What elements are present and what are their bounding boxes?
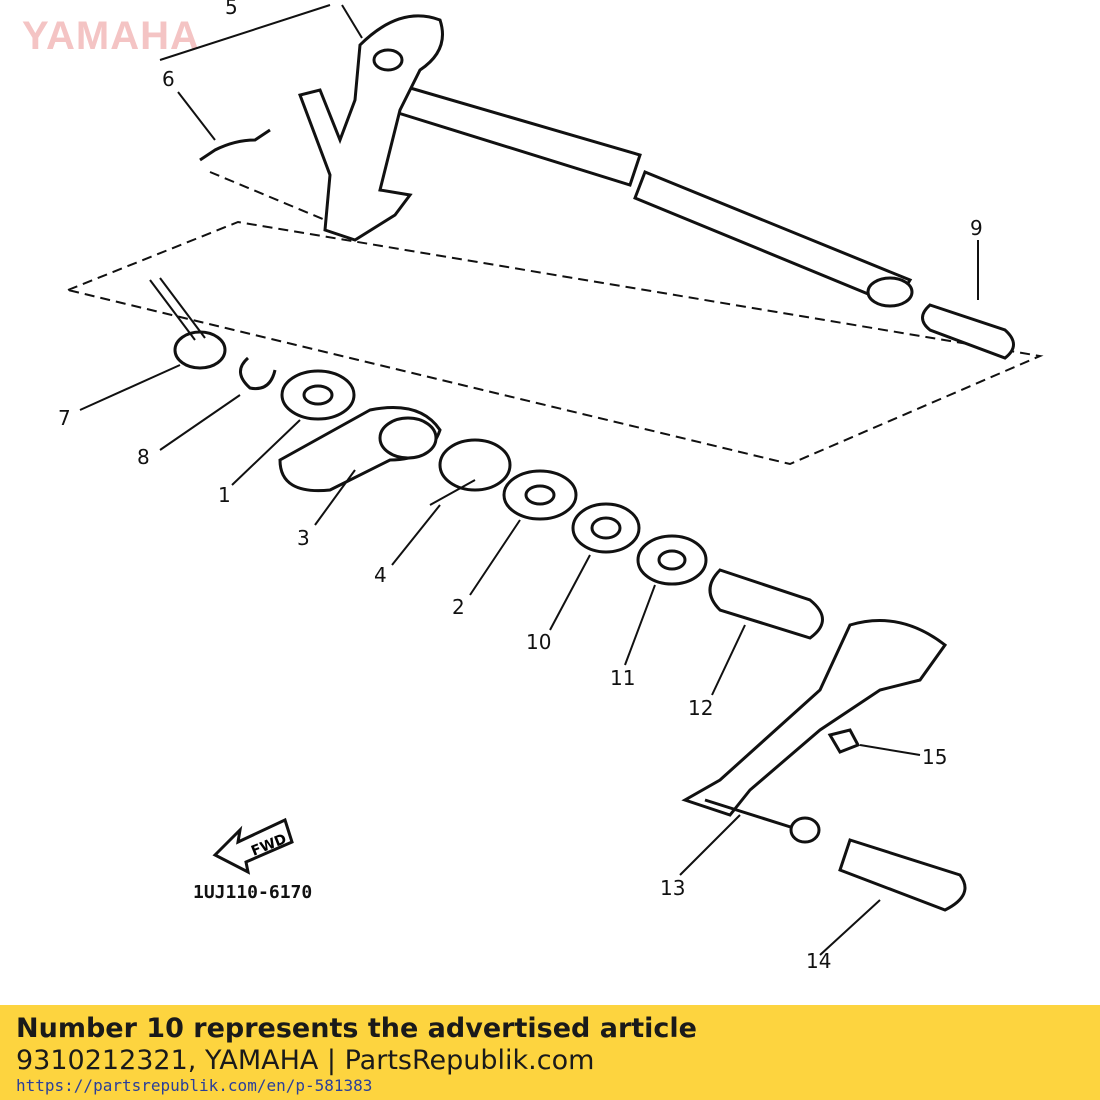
leader-4 <box>391 504 441 566</box>
pedal-peg <box>704 798 801 832</box>
oil-seal-10-hole <box>590 516 622 540</box>
drawing-code: 1UJ110-6170 <box>193 882 312 903</box>
callout-6: 6 <box>162 67 175 91</box>
leader-11 <box>624 584 656 666</box>
spring-7-leg <box>149 279 196 341</box>
leader-10 <box>549 554 591 631</box>
spring-7-leg <box>159 277 206 339</box>
spring-6 <box>199 128 271 162</box>
leader-12 <box>711 624 746 696</box>
washer-2-hole <box>524 484 556 506</box>
assembly-dashed-line <box>209 171 331 223</box>
shift-shaft-end <box>866 276 914 308</box>
shift-arm-hole <box>372 48 404 72</box>
callout-13: 13 <box>660 876 685 900</box>
leader-1 <box>231 419 301 486</box>
collar-9 <box>921 303 1015 360</box>
washer-11-hole <box>657 549 687 571</box>
exploded-parts-diagram: FWD 5 6 9 7 8 1 3 4 2 10 11 12 15 13 14 … <box>58 0 1044 973</box>
shift-arm <box>298 14 444 242</box>
shift-pedal-13 <box>681 619 948 817</box>
callout-5: 5 <box>225 0 238 19</box>
callout-2: 2 <box>452 595 465 619</box>
callout-9: 9 <box>970 216 983 240</box>
bolt-15 <box>827 728 861 754</box>
shift-shaft <box>393 83 642 187</box>
leader-8 <box>159 394 241 451</box>
shift-shaft-lower <box>633 170 913 307</box>
callout-12: 12 <box>688 696 713 720</box>
callout-3: 3 <box>297 526 310 550</box>
leader-2 <box>469 519 521 596</box>
washer-1-hole <box>302 384 334 406</box>
callout-15: 15 <box>922 745 947 769</box>
assembly-outline <box>64 220 1044 466</box>
banner-part-info: 9310212321, YAMAHA | PartsRepublik.com <box>16 1045 595 1076</box>
leader-15 <box>859 744 921 756</box>
callout-10: 10 <box>526 630 551 654</box>
pedal-peg-end <box>789 816 821 844</box>
callout-4: 4 <box>374 563 387 587</box>
leader-7 <box>79 364 181 411</box>
leader-5 <box>341 4 363 39</box>
spring-4-leg <box>429 479 476 506</box>
spring-4 <box>438 438 512 492</box>
banner-headline: Number 10 represents the advertised arti… <box>16 1013 697 1044</box>
leader-13 <box>679 814 741 876</box>
collar-12 <box>708 568 824 640</box>
callout-7: 7 <box>58 406 71 430</box>
lever-3-boss <box>378 416 438 460</box>
leader-6 <box>177 91 216 141</box>
callout-1: 1 <box>218 483 231 507</box>
fwd-arrow-icon <box>212 817 294 875</box>
yamaha-watermark-logo: YAMAHA <box>22 14 200 58</box>
callout-14: 14 <box>806 949 831 973</box>
callout-11: 11 <box>610 666 635 690</box>
callout-8: 8 <box>137 445 150 469</box>
pedal-rubber-14 <box>838 838 967 912</box>
banner-url-link[interactable]: https://partsrepublik.com/en/p-581383 <box>16 1076 373 1095</box>
leader-14 <box>819 899 881 956</box>
circlip-8 <box>239 356 277 391</box>
leader-5-bracket <box>159 4 331 61</box>
leader-3 <box>314 469 356 526</box>
article-banner: Number 10 represents the advertised arti… <box>0 1005 1100 1100</box>
spring-7 <box>173 330 227 370</box>
